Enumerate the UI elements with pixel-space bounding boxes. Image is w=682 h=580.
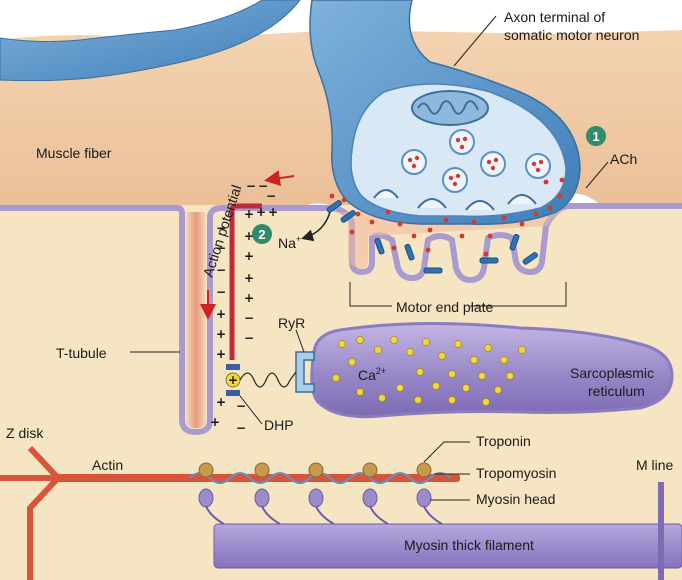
label-actin: Actin (92, 457, 123, 473)
step-badge-1: 1 (586, 126, 606, 146)
label-na: Na+ (278, 234, 301, 251)
ryr-channel (295, 351, 315, 393)
step-badge-2: 2 (252, 224, 272, 244)
label-t-tubule: T-tubule (56, 345, 107, 361)
svg-text:−: − (216, 285, 226, 299)
label-ach: ACh (610, 151, 637, 167)
dhp-symbol: + (228, 373, 238, 387)
svg-text:+: + (244, 229, 254, 243)
label-sr-1: Sarcoplasmic (570, 365, 654, 381)
label-axon-terminal-1: Axon terminal of (504, 9, 605, 25)
label-myosin-head: Myosin head (476, 491, 555, 507)
myosin-thick-filament (213, 523, 682, 569)
myosin-heads (198, 488, 443, 525)
label-m-line: M line (636, 457, 674, 473)
svg-text:−: − (216, 263, 226, 277)
svg-text:2: 2 (258, 227, 265, 242)
svg-text:−: − (246, 179, 256, 193)
sarcoplasmic-reticulum (310, 321, 674, 419)
end-plate-region (332, 210, 568, 268)
svg-text:−: − (244, 311, 254, 325)
svg-text:1: 1 (592, 129, 599, 144)
svg-text:+: + (244, 291, 254, 305)
action-potential-line (229, 203, 262, 360)
motor-end-plate-bracket (349, 282, 567, 307)
label-z-disk: Z disk (6, 425, 44, 441)
label-muscle-fiber: Muscle fiber (36, 145, 112, 161)
svg-text:−: − (216, 241, 226, 255)
svg-text:−: − (244, 331, 254, 345)
m-line (658, 482, 664, 580)
svg-text:+: + (216, 327, 226, 341)
svg-text:+: + (216, 347, 226, 361)
svg-text:+: + (268, 205, 278, 219)
svg-text:−: − (266, 189, 276, 203)
ap-arrow-horizontal (264, 170, 295, 187)
leader-dhp (239, 395, 263, 425)
vesicle (449, 129, 475, 155)
label-tropomyosin: Tropomyosin (476, 465, 556, 481)
svg-text:+: + (216, 307, 226, 321)
leader-axon-terminal (453, 15, 497, 67)
nerve-fiber (0, 0, 301, 82)
label-motor-end-plate: Motor end plate (396, 299, 493, 315)
svg-text:+: + (244, 271, 254, 285)
synaptic-vesicles (373, 129, 551, 211)
ach-receptor-channels (326, 200, 538, 274)
membrane-charges: + + + + + − − − − − − + + + + + − − + + … (210, 179, 278, 435)
t-tubule-lumen (186, 212, 206, 428)
calcium-ions (332, 336, 526, 406)
vesicle (401, 149, 427, 175)
svg-text:−: − (236, 399, 246, 413)
vesicle (480, 151, 506, 177)
label-axon-terminal-2: somatic motor neuron (504, 27, 639, 43)
sarcolemma (0, 203, 682, 436)
label-sr-2: reticulum (588, 383, 645, 399)
vesicle (525, 153, 551, 179)
svg-text:+: + (244, 207, 254, 221)
svg-text:+: + (256, 205, 266, 219)
leader-ryr (295, 329, 305, 353)
svg-text:−: − (258, 179, 268, 193)
label-myosin-thick-filament: Myosin thick filament (404, 537, 534, 553)
troponin-complexes (198, 462, 432, 478)
svg-text:+: + (244, 249, 254, 263)
svg-text:−: − (236, 421, 246, 435)
label-troponin: Troponin (476, 433, 531, 449)
ach-molecules (329, 177, 565, 257)
dhp-receptor: + (225, 364, 297, 396)
actin-filament (56, 474, 460, 482)
leader-ach (585, 161, 609, 189)
mitochondrion (411, 90, 489, 126)
leader-troponin (423, 441, 470, 463)
label-ca: Ca2+ (358, 366, 386, 383)
vesicle (442, 167, 468, 193)
svg-text:+: + (216, 395, 226, 409)
svg-text:−: − (216, 221, 226, 235)
label-dhp: DHP (264, 417, 294, 433)
label-ryr: RyR (278, 315, 305, 331)
z-disk (0, 445, 63, 580)
na-arrow (301, 211, 331, 242)
svg-text:+: + (210, 415, 220, 429)
